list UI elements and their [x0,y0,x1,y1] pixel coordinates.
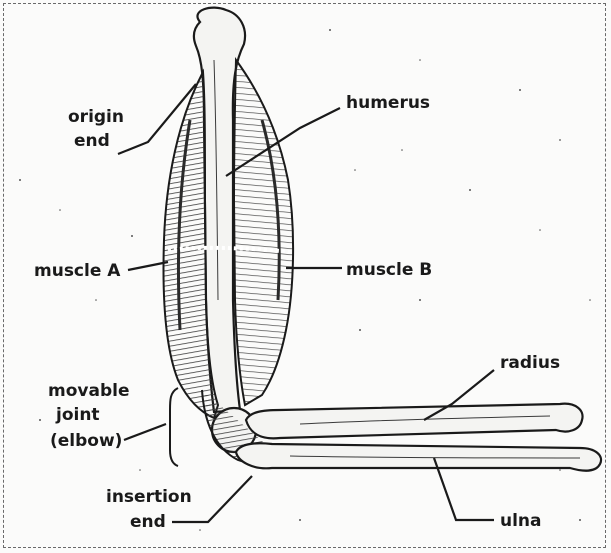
radius-bone [246,404,583,439]
ulna-bone [236,443,601,470]
humerus-label: humerus [346,93,430,113]
insertion-label-line1: insertion [106,487,192,507]
movable-label-line3: (elbow) [50,431,122,451]
movable-leader [124,424,166,440]
muscle-a-label: muscle A [34,261,121,281]
muscle-b-shape [234,60,293,405]
joint-bracket [170,388,178,466]
muscle-b-label: muscle B [346,260,432,280]
origin-label-line2: end [74,131,110,151]
movable-label-line2: joint [55,405,100,425]
origin-label-line1: origin [68,107,124,127]
ulna-label: ulna [500,511,542,531]
muscle-a-leader [128,262,168,270]
radius-label: radius [500,353,560,373]
insertion-label-line2: end [130,512,166,532]
movable-label-line1: movable [48,381,129,401]
